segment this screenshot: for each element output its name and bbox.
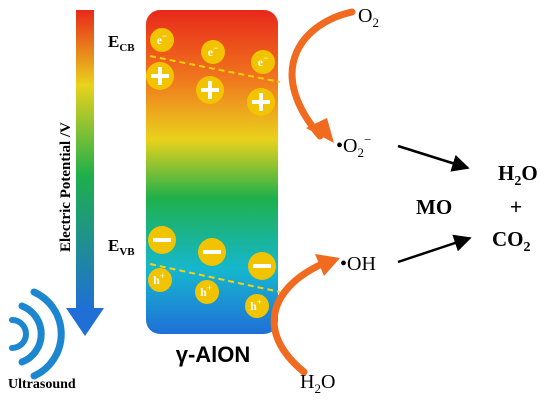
hydroxyl-label: •OH xyxy=(340,253,376,275)
ultrasound-label: Ultrasound xyxy=(8,377,76,392)
electron-1: e− xyxy=(150,28,174,52)
svg-text:e−: e− xyxy=(208,43,218,59)
product-co2: CO2 xyxy=(492,227,531,255)
electron-2: e− xyxy=(201,40,225,64)
material-label: γ-AlON xyxy=(176,342,251,367)
holes: h+ h+ h+ xyxy=(148,268,269,318)
vb-label: EVB xyxy=(108,236,135,258)
cb-hole-2 xyxy=(196,76,224,104)
electrons: e− e− e− xyxy=(150,28,275,74)
semiconductor-block xyxy=(146,10,278,334)
hole-3: h+ xyxy=(245,294,269,318)
potential-axis-arrow xyxy=(66,10,104,336)
vb-minus-3 xyxy=(248,252,276,280)
svg-text:e−: e− xyxy=(258,53,268,69)
pollutant-label: MO xyxy=(416,195,452,219)
hole-2: h+ xyxy=(195,280,219,304)
vb-minus-1 xyxy=(148,226,176,254)
electron-3: e− xyxy=(251,50,275,74)
superoxide-to-products-arrow xyxy=(397,144,470,172)
water-oxidation-arrow xyxy=(270,254,340,376)
cb-holes xyxy=(146,62,275,116)
cb-hole-3 xyxy=(247,88,275,116)
hole-1: h+ xyxy=(148,268,172,292)
ultrasound-icon xyxy=(9,288,65,380)
svg-text:e−: e− xyxy=(157,31,167,47)
potential-axis-label: Electric Potential /V xyxy=(58,122,74,252)
vb-minus-charges xyxy=(148,226,276,280)
vb-minus-2 xyxy=(198,238,226,266)
o2-reduction-arrow xyxy=(288,8,356,143)
vb-dashed-line xyxy=(149,263,281,293)
svg-text:h+: h+ xyxy=(250,297,262,313)
product-water: H2O xyxy=(498,161,538,189)
superoxide-label: •O2− xyxy=(336,132,371,160)
hydroxyl-to-products-arrow xyxy=(397,234,472,264)
svg-text:h+: h+ xyxy=(153,271,165,287)
h2o-label: H2O xyxy=(300,371,335,396)
cb-label: ECB xyxy=(108,32,135,54)
o2-label: O2 xyxy=(358,5,379,30)
cb-dashed-line xyxy=(149,55,281,83)
svg-text:h+: h+ xyxy=(200,283,212,299)
cb-hole-1 xyxy=(146,62,174,90)
product-plus: + xyxy=(510,194,523,219)
